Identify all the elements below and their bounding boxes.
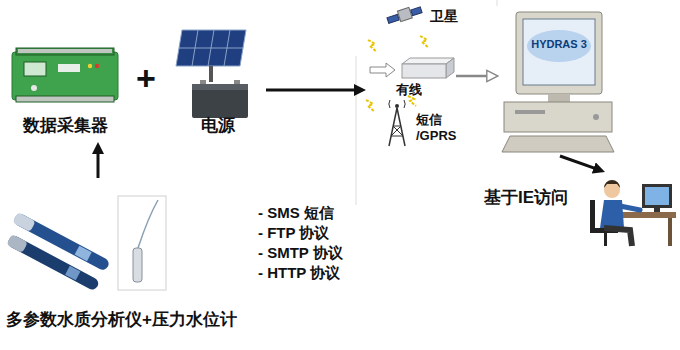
terminal-strip xyxy=(16,96,114,102)
panel-grid xyxy=(179,48,243,49)
desk-monitor xyxy=(642,184,672,208)
tower-leg xyxy=(389,108,397,146)
battery-body xyxy=(192,84,248,118)
terminal-screws xyxy=(18,49,112,53)
node-caption: 电源 xyxy=(201,116,235,136)
battery xyxy=(192,80,248,118)
power-button xyxy=(593,114,599,120)
node-caption: 短信 /GPRS xyxy=(416,112,464,143)
probe-body xyxy=(6,234,100,292)
small-arrow xyxy=(370,63,395,77)
status-led xyxy=(95,64,99,68)
keyboard xyxy=(502,136,614,152)
battery-lid xyxy=(192,84,248,90)
tower-leg xyxy=(397,108,405,146)
node-caption: 卫星 xyxy=(430,8,458,25)
desk-screen xyxy=(645,187,669,205)
separator-line xyxy=(497,0,498,6)
wired-link: 有线 xyxy=(366,58,456,102)
probe-band xyxy=(75,246,92,261)
logger-button xyxy=(31,85,37,91)
monitor-stand xyxy=(548,94,570,102)
probe-band xyxy=(65,266,80,280)
node-caption: 数据采集器 xyxy=(23,116,108,136)
desk-leg xyxy=(668,218,672,246)
server-computer: HYDRAS 3 xyxy=(498,8,616,156)
satellite-icon xyxy=(386,4,423,25)
transfer-arrow xyxy=(266,89,358,92)
modem-front xyxy=(402,64,446,78)
signal-bolt xyxy=(420,36,429,48)
plus-sign: + xyxy=(136,58,156,99)
node-caption: 多参数水质分析仪+压力水位计 xyxy=(6,310,237,330)
satellite-link: 卫星 xyxy=(380,2,464,32)
tower-brace xyxy=(391,126,401,136)
satellite-panel xyxy=(411,7,422,16)
signal-bolt xyxy=(408,96,416,106)
desk-top xyxy=(620,212,676,218)
probe-cap xyxy=(6,234,28,253)
user-legs xyxy=(604,228,632,246)
water-quality-probe xyxy=(6,234,100,292)
monitor-screen xyxy=(523,19,595,85)
data-arrow xyxy=(97,150,100,178)
logger-body xyxy=(12,52,118,100)
monitor-frame xyxy=(516,12,602,94)
tower-brace xyxy=(391,136,403,137)
data-logger: 数据采集器 xyxy=(8,44,122,142)
sensor-photo-frame xyxy=(118,196,166,290)
protocol-item: - SMTP 协议 xyxy=(258,244,343,262)
radio-tower xyxy=(389,100,405,146)
modem-top xyxy=(402,58,454,64)
tower-brace xyxy=(393,126,401,127)
chair-post xyxy=(604,233,607,246)
web-user: 基于IE访问 xyxy=(478,172,678,248)
satellite-panel xyxy=(387,14,399,23)
gprs-link: 短信 /GPRS xyxy=(380,100,468,150)
terminal-strip xyxy=(16,48,114,55)
node-caption: HYDRAS 3 xyxy=(524,38,594,51)
protocol-item: - HTTP 协议 xyxy=(258,264,340,282)
computer-case xyxy=(504,102,612,132)
panel-surface xyxy=(176,30,246,66)
solar-panel xyxy=(176,30,246,82)
tower-top xyxy=(395,104,399,108)
power-supply: 电源 xyxy=(170,24,266,142)
upload-arrow xyxy=(456,75,490,78)
satellite-body xyxy=(397,7,412,21)
logger-plate xyxy=(58,64,80,72)
status-led xyxy=(88,64,92,68)
logger-display xyxy=(24,62,46,76)
user-arm xyxy=(620,206,640,210)
protocol-item: - SMS 短信 xyxy=(258,204,334,222)
panel-pole xyxy=(209,66,213,82)
tower-waves xyxy=(389,100,405,108)
sensor-body xyxy=(133,248,142,282)
user-figure xyxy=(590,180,676,246)
chair-back xyxy=(590,200,595,232)
modem-side xyxy=(446,58,454,78)
pressure-level-sensor xyxy=(118,196,166,290)
signal-bolt xyxy=(366,100,375,112)
access-arrow xyxy=(560,156,597,169)
computer-icon xyxy=(502,12,614,152)
desk-stand xyxy=(654,208,660,212)
user-hair xyxy=(604,180,620,188)
logger-device xyxy=(12,48,118,102)
sensor-cable xyxy=(138,200,158,248)
node-caption: 基于IE访问 xyxy=(484,188,568,208)
separator-line xyxy=(356,56,357,205)
protocol-item: - FTP 协议 xyxy=(258,224,329,242)
tower-brace xyxy=(393,126,403,136)
drive-slot xyxy=(515,110,545,114)
node-caption: 有线 xyxy=(396,82,422,98)
sensor-group: 多参数水质分析仪+压力水位计 xyxy=(4,178,248,334)
modem-box xyxy=(402,58,454,78)
probe-cap xyxy=(12,212,35,232)
signal-bolt xyxy=(368,40,377,52)
